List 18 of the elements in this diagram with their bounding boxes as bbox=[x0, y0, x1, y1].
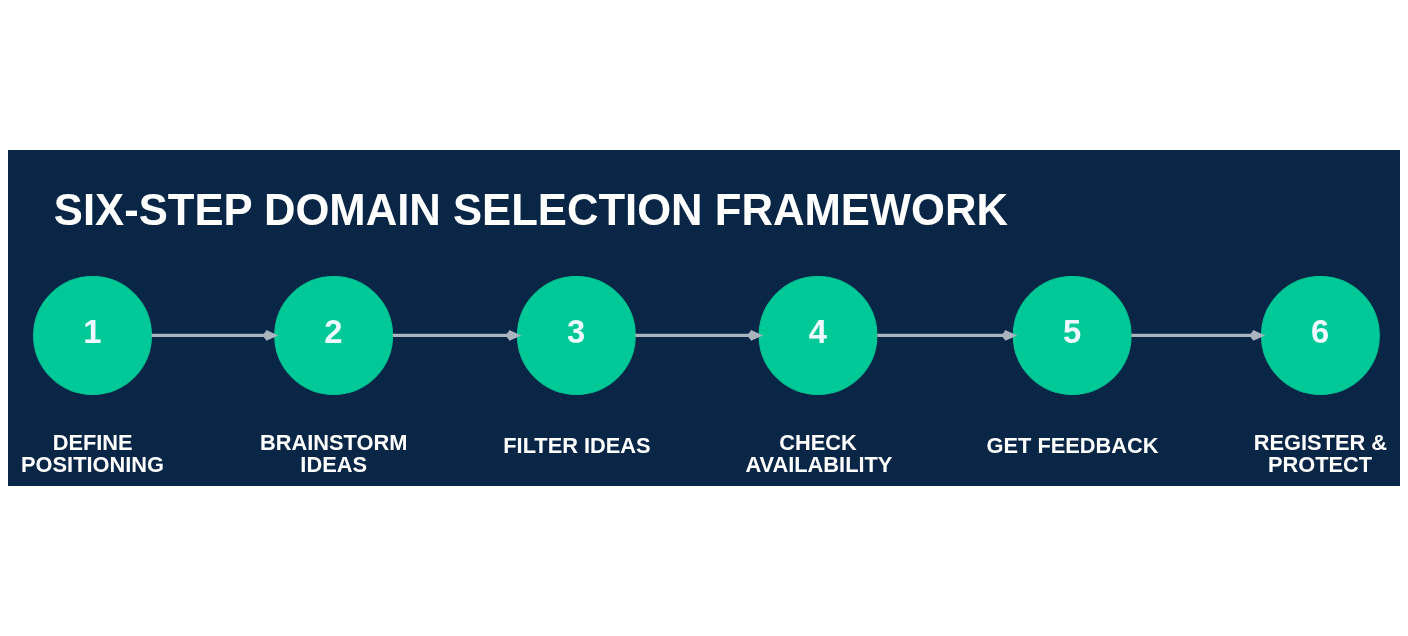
node-circle: 2 bbox=[274, 276, 394, 395]
node-circle: 6 bbox=[1260, 276, 1380, 395]
arrow bbox=[635, 329, 761, 341]
node-circle: 1 bbox=[33, 276, 152, 395]
node-label: GET FEEDBACK bbox=[986, 433, 1159, 459]
node-label: DEFINE POSITIONING bbox=[21, 430, 164, 477]
node-label: CHECK AVAILABILITY bbox=[745, 430, 893, 477]
node-circle: 5 bbox=[1012, 276, 1132, 395]
arrow bbox=[1131, 329, 1263, 341]
node-label: FILTER IDEAS bbox=[503, 433, 651, 459]
node-label: REGISTER & PROTECT bbox=[1253, 430, 1388, 477]
arrow bbox=[877, 329, 1015, 341]
arrow bbox=[392, 329, 520, 341]
node-label: BRAINSTORM IDEAS bbox=[260, 430, 408, 477]
diagram-title: SIX-STEP DOMAIN SELECTION FRAMEWORK bbox=[53, 186, 1008, 235]
node-circle: 4 bbox=[758, 276, 878, 395]
arrow bbox=[151, 329, 277, 341]
node-circle: 3 bbox=[516, 276, 636, 395]
